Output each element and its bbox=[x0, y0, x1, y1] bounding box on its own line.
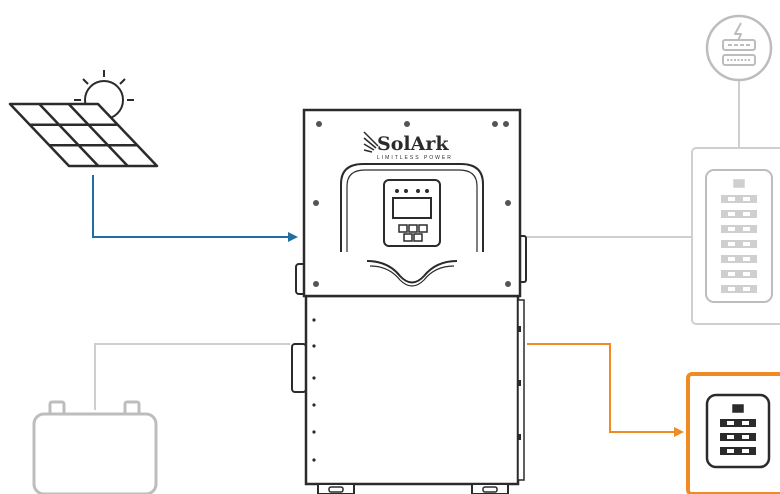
main-panel-breaker-switch bbox=[728, 227, 735, 231]
battery-to-inverter-line bbox=[95, 344, 290, 410]
inverter-lower-cabinet bbox=[306, 296, 518, 484]
sol-ark-logo: SolArk LIMITLESS POWER bbox=[364, 132, 453, 161]
critical-panel-breaker-switch bbox=[742, 421, 749, 425]
utility-meter-icon bbox=[707, 16, 771, 80]
main-panel-main-breaker bbox=[734, 180, 744, 187]
main-panel-breaker-row bbox=[721, 225, 757, 233]
critical-panel-breaker-switch bbox=[727, 449, 734, 453]
critical-panel-main-breaker bbox=[733, 405, 743, 412]
critical-panel-breaker-switch bbox=[742, 435, 749, 439]
solar-panel-icon bbox=[10, 70, 157, 166]
critical-loads-panel-icon bbox=[688, 374, 780, 494]
main-panel-breaker-switch bbox=[728, 197, 735, 201]
main-panel-breaker-switch bbox=[743, 257, 750, 261]
lcd-screen bbox=[393, 198, 431, 218]
main-panel-breaker-switch bbox=[728, 272, 735, 276]
main-panel-breaker-switch bbox=[728, 242, 735, 246]
main-panel-breaker-switch bbox=[728, 212, 735, 216]
critical-panel-breaker-switch bbox=[727, 435, 734, 439]
inverter-to-critical-loads-line bbox=[527, 344, 682, 432]
main-panel-breaker-row bbox=[721, 285, 757, 293]
critical-panel-breaker-row bbox=[720, 447, 756, 455]
main-panel-breaker-row bbox=[721, 210, 757, 218]
main-panel-breaker-row bbox=[721, 255, 757, 263]
brand-tagline: LIMITLESS POWER bbox=[377, 155, 453, 161]
brand-name: SolArk bbox=[377, 133, 449, 155]
main-panel-breaker-row bbox=[721, 270, 757, 278]
main-panel-breaker-switch bbox=[743, 287, 750, 291]
main-panel-icon bbox=[692, 148, 780, 324]
main-panel-breaker-switch bbox=[743, 212, 750, 216]
critical-panel-breaker-switch bbox=[727, 421, 734, 425]
main-panel-breaker-switch bbox=[728, 287, 735, 291]
solar-to-inverter-line bbox=[93, 175, 296, 237]
main-panel-breaker-switch bbox=[743, 242, 750, 246]
critical-panel-breaker-row bbox=[720, 419, 756, 427]
critical-panel-breaker-switch bbox=[742, 449, 749, 453]
critical-panel-breaker-row bbox=[720, 433, 756, 441]
battery-icon bbox=[34, 402, 156, 494]
main-panel-breaker-switch bbox=[743, 272, 750, 276]
main-panel-breaker-row bbox=[721, 240, 757, 248]
inverter-unit: SolArk LIMITLESS POWER bbox=[292, 110, 526, 494]
main-panel-breaker-switch bbox=[743, 227, 750, 231]
main-panel-breaker-switch bbox=[743, 197, 750, 201]
main-panel-breaker-row bbox=[721, 195, 757, 203]
main-panel-breaker-switch bbox=[728, 257, 735, 261]
